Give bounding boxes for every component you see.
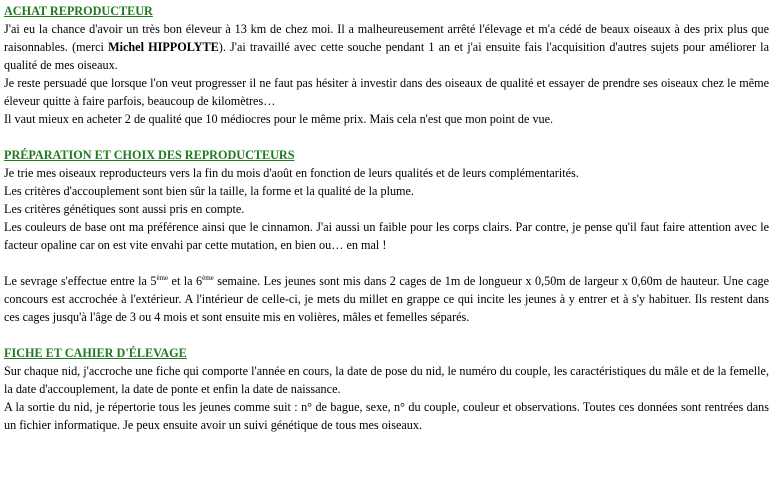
section-achat-reproducteur: ACHAT REPRODUCTEUR J'ai eu la chance d'a… (4, 2, 769, 128)
paragraph-fiche-1: Sur chaque nid, j'accroche une fiche qui… (4, 364, 769, 396)
paragraph-preparation-3: Les critères génétiques sont aussi pris … (4, 202, 245, 216)
ordinal-superscript-6: ème (202, 273, 214, 282)
breeder-name: Michel HIPPOLYTE (108, 40, 219, 54)
section-heading-achat: ACHAT REPRODUCTEUR (4, 4, 153, 18)
ordinal-superscript-5: ème (156, 273, 169, 282)
paragraph-sevrage: Le sevrage s'effectue entre la 5ème et l… (4, 272, 769, 326)
section-spacer (4, 326, 769, 344)
paragraph-achat-1: J'ai eu la chance d'avoir un très bon él… (4, 20, 769, 74)
paragraph-preparation-1: Je trie mes oiseaux reproducteurs vers l… (4, 166, 579, 180)
section-preparation: PRÉPARATION ET CHOIX DES REPRODUCTEURS J… (4, 146, 769, 326)
sevrage-text-a: Le sevrage s'effectue entre la 5 (4, 274, 157, 288)
article: ACHAT REPRODUCTEUR J'ai eu la chance d'a… (4, 2, 769, 434)
section-fiche-cahier: FICHE ET CAHIER D'ÉLEVAGE Sur chaque nid… (4, 344, 769, 434)
sevrage-text-b: et la 6 (168, 274, 203, 288)
section-heading-fiche: FICHE ET CAHIER D'ÉLEVAGE (4, 346, 187, 360)
paragraph-preparation-4: Les couleurs de base ont ma préférence a… (4, 220, 769, 252)
paragraph-spacer (4, 254, 769, 272)
section-spacer (4, 128, 769, 146)
paragraph-achat-2: Je reste persuadé que lorsque l'on veut … (4, 76, 769, 108)
paragraph-achat-3: Il vaut mieux en acheter 2 de qualité qu… (4, 112, 554, 126)
section-heading-preparation: PRÉPARATION ET CHOIX DES REPRODUCTEURS (4, 148, 295, 162)
paragraph-achat-1-start: J'ai eu la chance d'avoir un très bon él… (4, 22, 769, 54)
paragraph-preparation-2: Les critères d'accouplement sont bien sû… (4, 184, 414, 198)
paragraph-fiche-2: A la sortie du nid, je répertorie tous l… (4, 400, 769, 432)
sevrage-text-c: semaine. Les jeunes sont mis dans 2 cage… (4, 274, 769, 324)
paragraph-achat-1-end: ). J'ai travaillé avec cette souche pend… (4, 40, 769, 72)
